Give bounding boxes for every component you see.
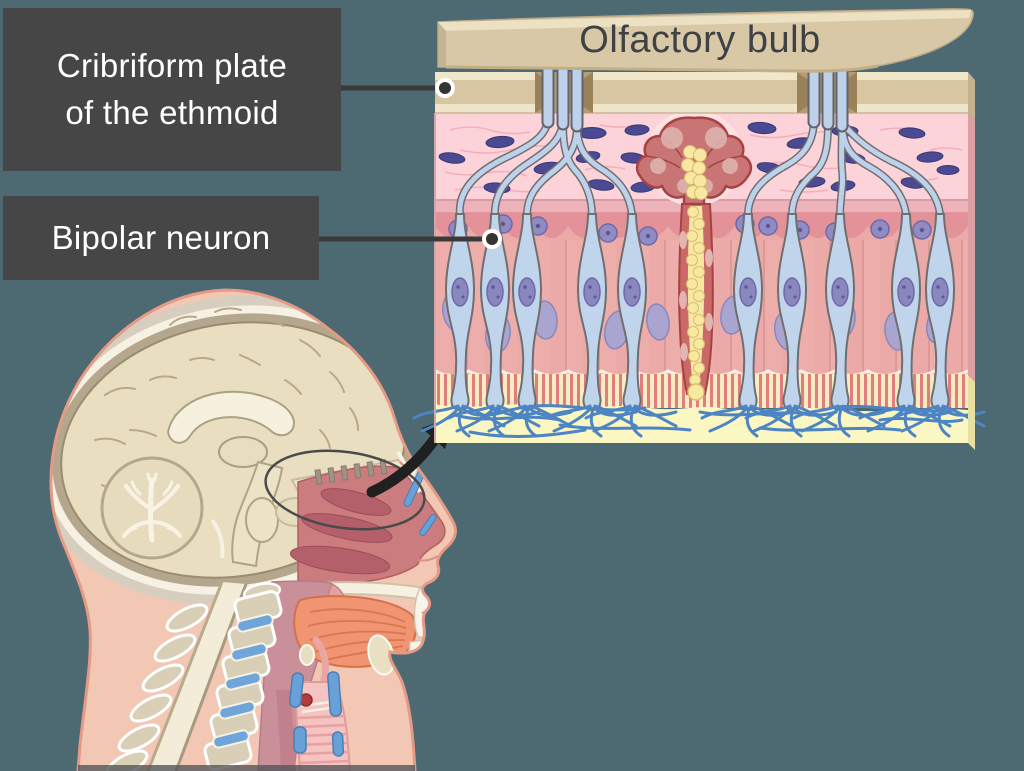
olfactory-axon-curves (455, 116, 944, 219)
fourth-ventricle (210, 518, 225, 559)
olfactory-bulb-plate: Olfactory bulb (437, 8, 974, 73)
callout-cribriform-line2: of the ethmoid (65, 93, 279, 131)
duct-opening (687, 383, 705, 401)
cribriform-plate-mini (314, 459, 388, 485)
spinous-processes (105, 603, 209, 771)
thalamus (218, 436, 268, 468)
intervertebral-discs (212, 613, 274, 749)
head-skin-outline (49, 288, 457, 771)
corpus-callosum (166, 390, 295, 444)
duct-wall-highlights (679, 231, 713, 361)
cerebellum (100, 456, 204, 560)
nasal-turbinates (289, 488, 393, 575)
highlight-ellipse (264, 449, 426, 531)
esophagus (276, 690, 296, 771)
callout-bipolar-label: Bipolar neuron (51, 218, 271, 256)
bowmans-gland (635, 110, 753, 401)
panel-side-face (968, 72, 975, 450)
olfactory-cilia-strands (453, 404, 964, 438)
gland-lumen-cells (681, 145, 708, 200)
olfactory-epithelium-panel: Olfactory bulb (412, 8, 986, 450)
epiglottis (312, 636, 330, 684)
spinal-cord-edge-left (146, 581, 224, 771)
tongue-striations (307, 608, 407, 661)
cribriform-plate-bar (435, 72, 968, 114)
hyoid-bone (299, 644, 315, 666)
spinal-cord-edge-right (174, 583, 248, 771)
nasal-cartilage-blue-2 (419, 514, 437, 536)
larynx-cartilage-blue (288, 671, 345, 757)
callout-cribriform-plate: Cribriform plate of the ethmoid (3, 8, 341, 171)
duct-lumen-cells (686, 206, 705, 386)
pons (245, 497, 279, 543)
leader-cribriform (341, 78, 455, 98)
callout-bipolar-neuron: Bipolar neuron (3, 196, 319, 280)
head-sagittal-illustration (49, 288, 457, 771)
head-bottom-shadow (78, 765, 415, 771)
spinal-cord-band (148, 582, 246, 771)
olfactory-bulb-label: Olfactory bulb (579, 19, 820, 61)
leader-bipolar (319, 229, 502, 249)
callout-cribriform-line1: Cribriform plate (56, 46, 288, 84)
